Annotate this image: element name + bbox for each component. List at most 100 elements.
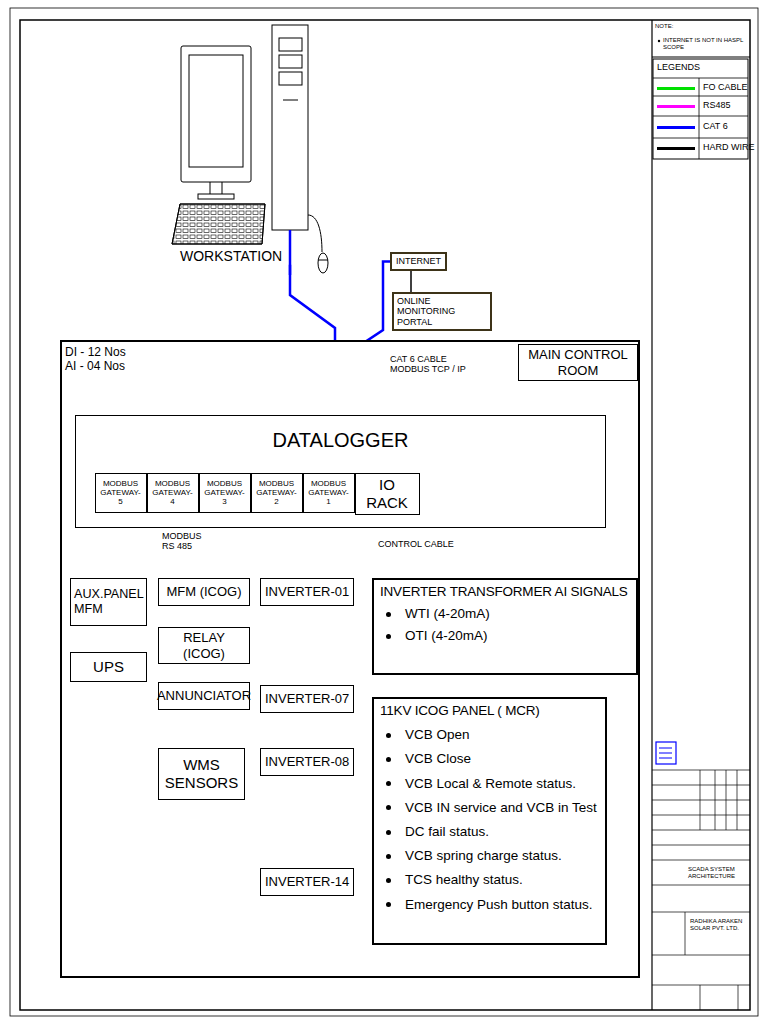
box-label: DATALOGGER [76, 428, 605, 452]
bullet-dot [386, 781, 391, 786]
legend-swatch [657, 147, 695, 150]
legend-swatch [657, 87, 695, 90]
room-title-box: MAIN CONTROL ROOM [518, 344, 638, 381]
note-bullet [658, 40, 660, 42]
text-group: MODBUS GATEWAY-5 [99, 479, 143, 507]
bullet-dot [386, 830, 391, 835]
legend-text: RS485 [703, 100, 731, 110]
control-room-region: DI - 12 Nos AI - 04 Nos MAIN CONTROL ROOM… [60, 340, 640, 978]
text-group: IO RACK [359, 476, 416, 512]
text-group: WORKSTATION [180, 248, 345, 265]
bullet-dot [386, 854, 391, 859]
legend-row: FO CABLE [657, 81, 747, 95]
note-text: INTERNET IS NOT IN HASPL SCOPE [663, 37, 748, 51]
bullet-dot [386, 902, 391, 907]
company-name: RADHIKA ARAKEN SOLAR PVT. LTD. [690, 918, 746, 932]
status-item: DC fail status. [405, 824, 489, 840]
box-label: MODBUS GATEWAY-1 [307, 479, 351, 507]
bullet-row: VCB spring charge status. [380, 848, 599, 864]
cable-label: CAT 6 CABLE MODBUS TCP / IP [390, 354, 480, 375]
status-item: VCB spring charge status. [405, 848, 562, 864]
status-item: VCB Open [405, 727, 470, 743]
box-label: INVERTER-14 [265, 874, 349, 890]
bullet-row: OTI (4-20mA) [380, 628, 630, 644]
box-label: MAIN CONTROL ROOM [522, 347, 634, 378]
workstation-group: WORKSTATION [170, 22, 345, 265]
text-group: MFM (ICOG) [166, 584, 241, 600]
bullet-dot [386, 878, 391, 883]
legend-text: HARD WIRE [703, 142, 755, 152]
text-group: INVERTER-07 [265, 691, 349, 707]
meter-box: MFM (ICOG) [158, 578, 250, 606]
sensor-box: WMS SENSORS [158, 748, 245, 800]
bullet-dot [386, 612, 391, 617]
box-label: INVERTER-01 [265, 584, 349, 600]
gateway-box: MODBUS GATEWAY-1 [303, 473, 355, 513]
text-group: RELAY (ICOG) [162, 630, 246, 661]
bullet-row: TCS healthy status. [380, 872, 599, 888]
text-group: DI - 12 Nos AI - 04 Nos [65, 345, 135, 374]
text-group: INVERTER TRANSFORMER AI SIGNALSWTI (4-20… [380, 584, 630, 645]
status-item: OTI (4-20mA) [405, 628, 488, 644]
text-group: 11KV ICOG PANEL ( MCR) VCB OpenVCB CloseV… [380, 703, 599, 913]
box-heading: 11KV ICOG PANEL ( MCR) [380, 703, 599, 719]
box-label: RELAY (ICOG) [162, 630, 246, 661]
inverter-box: INVERTER-14 [260, 868, 354, 896]
text-group: ANNUNCIATOR [157, 688, 251, 704]
text-group: ONLINE MONITORING PORTAL [397, 296, 487, 327]
text-group: MODBUS GATEWAY-2 [255, 479, 299, 507]
box-label: MFM (ICOG) [166, 584, 241, 600]
inverter-box: INVERTER-08 [260, 748, 354, 776]
text-group: MODBUS GATEWAY-3 [203, 479, 247, 507]
ups-box: UPS [70, 652, 147, 682]
io-rack-box: IO RACK [355, 473, 420, 515]
panel-status-box: 11KV ICOG PANEL ( MCR) VCB OpenVCB CloseV… [372, 697, 607, 945]
bullet-row: VCB Open [380, 727, 599, 743]
text-group: INTERNET [396, 256, 441, 266]
bullet-row: VCB Local & Remote status. [380, 776, 599, 792]
datalogger-box: DATALOGGER MODBUS GATEWAY-5 MODBUS GATEWAY… [75, 415, 606, 528]
portal-box: ONLINE MONITORING PORTAL [392, 292, 492, 331]
text-group: UPS [93, 658, 124, 676]
status-item: Emergency Push button status. [405, 897, 593, 913]
box-label: WORKSTATION [180, 248, 345, 265]
box-label: WMS SENSORS [162, 756, 241, 792]
box-label: ONLINE MONITORING PORTAL [397, 296, 487, 327]
legend-row: HARD WIRE [657, 141, 747, 155]
relay-box: RELAY (ICOG) [158, 627, 250, 664]
status-item: VCB IN service and VCB in Test [405, 800, 597, 816]
gateway-box: MODBUS GATEWAY-3 [199, 473, 251, 513]
bullet-row: DC fail status. [380, 824, 599, 840]
aux-panel-box: AUX.PANEL MFM [70, 578, 147, 626]
legend-heading: LEGENDS [657, 62, 700, 72]
legend-swatch [657, 105, 695, 108]
text-group: DATALOGGER [76, 428, 605, 452]
small-blue-icon [656, 742, 676, 764]
box-label: INVERTER-08 [265, 754, 349, 770]
bullet-dot [386, 805, 391, 810]
box-label: AUX.PANEL MFM [74, 587, 143, 617]
text-group: INVERTER-14 [265, 874, 349, 890]
status-item: VCB Local & Remote status. [405, 776, 576, 792]
text-group: MAIN CONTROL ROOM [522, 347, 634, 378]
bullet-dot [386, 634, 391, 639]
status-item: VCB Close [405, 751, 471, 767]
hard-wire [410, 271, 412, 292]
legend-text: FO CABLE [703, 82, 748, 92]
legend-row: CAT 6 [657, 120, 747, 134]
gateway-box: MODBUS GATEWAY-4 [147, 473, 199, 513]
box-label: INTERNET [396, 256, 441, 266]
gateway-box: MODBUS GATEWAY-5 [95, 473, 147, 513]
status-item: TCS healthy status. [405, 872, 523, 888]
workstation-illustration [172, 25, 328, 273]
box-label: INVERTER-07 [265, 691, 349, 707]
bus-label: MODBUS RS 485 [162, 531, 206, 552]
text-group: MODBUS GATEWAY-4 [151, 479, 195, 507]
bullet-row: WTI (4-20mA) [380, 606, 630, 622]
text-group: MODBUS GATEWAY-1 [307, 479, 351, 507]
drawing-title: SCADA SYSTEM ARCHITECTURE [688, 866, 748, 880]
text-group: AUX.PANEL MFM [74, 587, 143, 617]
gateway-box: MODBUS GATEWAY-2 [251, 473, 303, 513]
status-item: WTI (4-20mA) [405, 606, 490, 622]
note-heading: NOTE: [655, 23, 673, 30]
